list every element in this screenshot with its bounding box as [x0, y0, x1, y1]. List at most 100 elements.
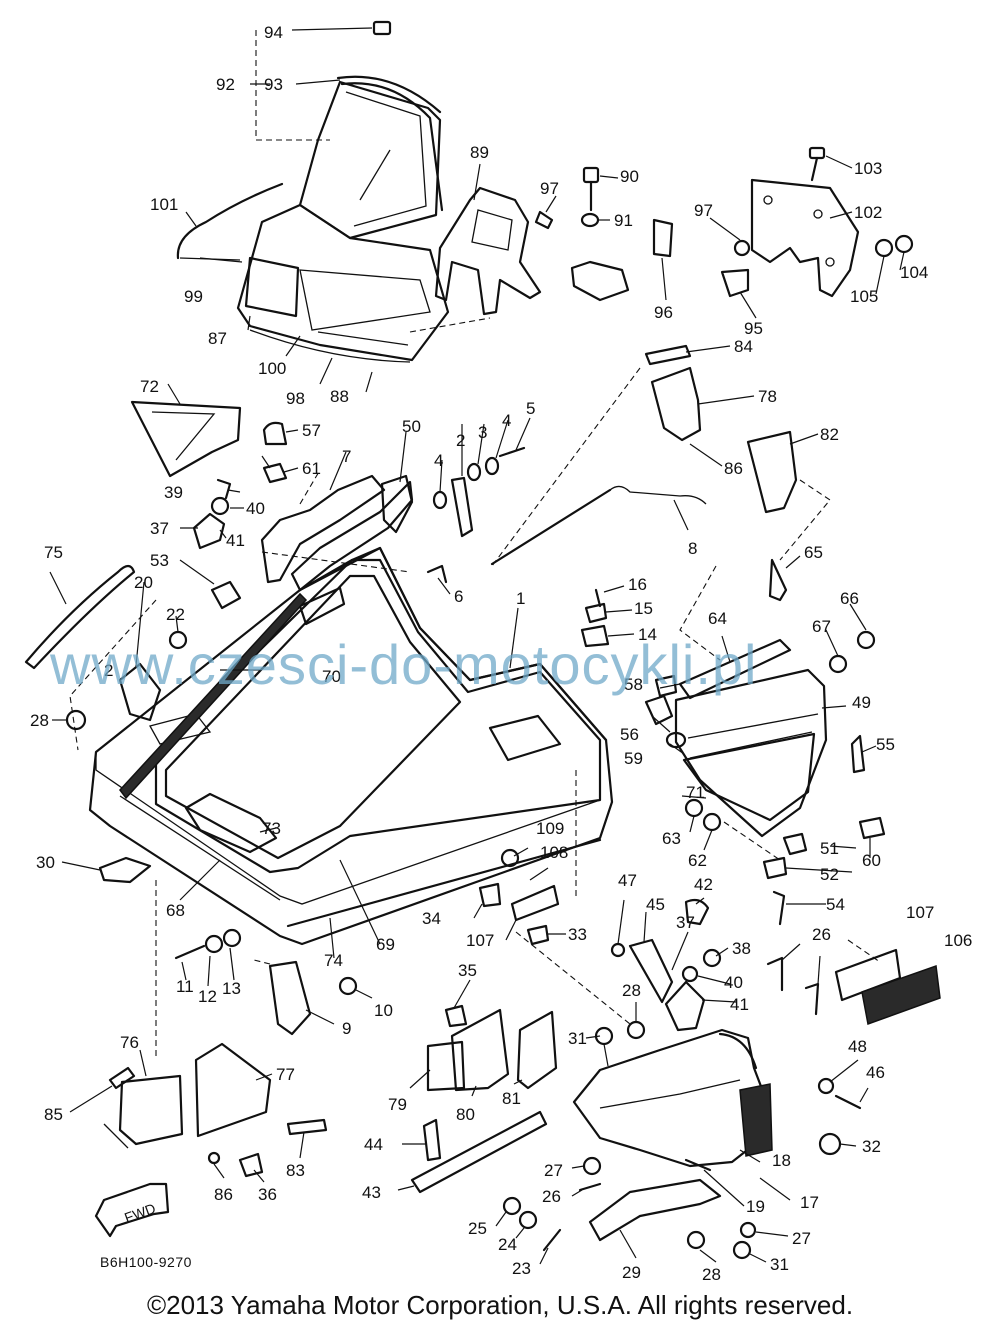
- stay-bracket-102: [750, 178, 860, 298]
- callout-100: 100: [258, 359, 286, 378]
- clip-95: [720, 268, 750, 298]
- panel-82: [746, 430, 798, 514]
- bracket-50: [380, 474, 414, 534]
- callout-55: 55: [876, 735, 895, 754]
- callout-99: 99: [184, 287, 203, 306]
- nut-31b: [732, 1240, 752, 1260]
- callout-36: 36: [258, 1185, 277, 1204]
- screw-6: [426, 564, 448, 584]
- screw-16: [594, 588, 602, 608]
- callout-7: 7: [342, 447, 351, 466]
- nut-27: [582, 1156, 602, 1176]
- callout-86: 86: [724, 459, 743, 478]
- clip-94: [372, 20, 392, 36]
- nut-34: [478, 882, 502, 908]
- reflector-106: [861, 964, 941, 1026]
- callout-51: 51: [820, 839, 839, 858]
- bracket-37: [192, 512, 226, 550]
- washer-12: [204, 934, 224, 954]
- nut-14: [580, 624, 610, 648]
- callout-82: 82: [820, 425, 839, 444]
- nut-66: [856, 630, 876, 650]
- strip-85: [108, 1066, 136, 1090]
- callout-98: 98: [286, 389, 305, 408]
- callout-81: 81: [502, 1089, 521, 1108]
- windshield-assembly: [298, 75, 444, 240]
- callout-37: 37: [150, 519, 169, 538]
- nut-61: [262, 462, 288, 484]
- nut-38: [702, 948, 722, 968]
- callout-106: 106: [944, 931, 972, 950]
- trim-cord-101: [176, 182, 284, 260]
- callout-56: 56: [620, 725, 639, 744]
- callout-65: 65: [804, 543, 823, 562]
- mounting-bracket-89: [434, 186, 542, 316]
- bracket-7: [260, 474, 414, 592]
- nut-104: [894, 234, 914, 254]
- callout-37b: 37: [676, 913, 695, 932]
- callout-14: 14: [638, 625, 657, 644]
- callout-28: 28: [30, 711, 49, 730]
- washer-47: [610, 942, 626, 958]
- callout-24: 24: [498, 1235, 517, 1254]
- callout-92: 92: [216, 75, 235, 94]
- callout-105: 105: [850, 287, 878, 306]
- callout-32: 32: [862, 1137, 881, 1156]
- callout-8: 8: [688, 539, 697, 558]
- callout-9: 9: [342, 1019, 351, 1038]
- callout-107: 107: [906, 903, 934, 922]
- nut-27b: [739, 1221, 757, 1239]
- emblem-84: [644, 344, 692, 366]
- bolt-26b: [804, 982, 820, 1016]
- nut-28b: [626, 1020, 646, 1040]
- cable-8: [490, 488, 612, 566]
- bracket-9: [268, 960, 312, 1036]
- rail-43: [410, 1110, 548, 1194]
- washer-59: [665, 731, 687, 749]
- screw-54: [772, 890, 786, 926]
- fitting-20: [118, 662, 162, 722]
- callout-94: 94: [264, 23, 283, 42]
- bolt-26: [766, 956, 784, 992]
- copyright-notice: ©2013 Yamaha Motor Corporation, U.S.A. A…: [146, 1290, 854, 1320]
- screw-97: [534, 210, 554, 230]
- callout-79: 79: [388, 1095, 407, 1114]
- bush-10: [338, 976, 358, 996]
- callout-10: 10: [374, 1001, 393, 1020]
- panel-79: [426, 1040, 466, 1092]
- main-hood-1: [88, 546, 614, 946]
- callout-35: 35: [458, 961, 477, 980]
- callout-103: 103: [854, 159, 882, 178]
- headlight-housing: [236, 203, 450, 363]
- callout-73: 73: [262, 819, 281, 838]
- callout-66: 66: [840, 589, 859, 608]
- decal-73: [184, 792, 278, 854]
- callout-64: 64: [708, 609, 727, 628]
- panel-77: [194, 1042, 272, 1138]
- callout-38: 38: [732, 939, 751, 958]
- callout-87: 87: [208, 329, 227, 348]
- washer-105: [874, 238, 894, 258]
- callout-26b: 26: [542, 1187, 561, 1206]
- callout-labels: 94 92 93 101 99 87 100 98 88 89 97 90 91…: [30, 23, 972, 1284]
- screw-46: [834, 1094, 862, 1110]
- lever-2: [450, 476, 474, 538]
- washer-24: [518, 1210, 538, 1230]
- callout-43: 43: [362, 1183, 381, 1202]
- washer-62: [702, 812, 722, 832]
- callout-97: 97: [540, 179, 559, 198]
- leader-lines: [49, 27, 905, 1265]
- bracket-52: [762, 856, 788, 880]
- callout-107b: 107: [466, 931, 494, 950]
- callout-4: 4: [434, 451, 443, 470]
- nut-109: [500, 848, 520, 868]
- callout-50: 50: [402, 417, 421, 436]
- callout-12: 12: [198, 987, 217, 1006]
- nut-33: [526, 924, 550, 946]
- callout-34: 34: [422, 909, 441, 928]
- nut-67: [828, 654, 848, 674]
- bracket-45: [628, 938, 674, 1004]
- clip-35: [444, 1004, 468, 1028]
- callout-16: 16: [628, 575, 647, 594]
